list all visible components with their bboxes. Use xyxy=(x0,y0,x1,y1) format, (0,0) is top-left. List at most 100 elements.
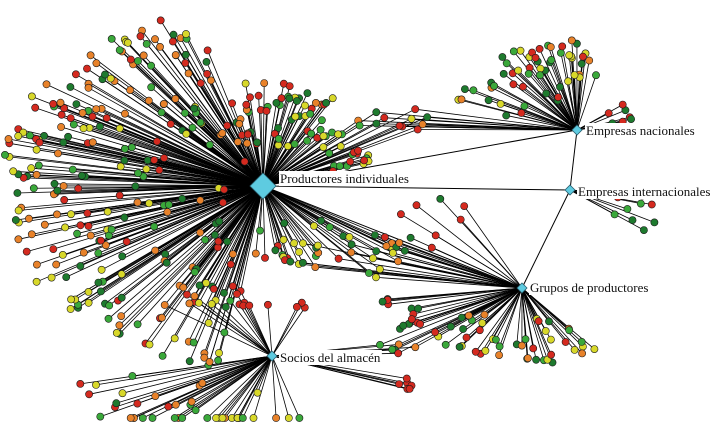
leaf-node xyxy=(554,93,563,102)
leaf-node xyxy=(502,59,511,68)
hub-link-internacionales-grupos xyxy=(521,189,571,289)
edge-productores-leaf xyxy=(137,185,264,325)
leaf-node xyxy=(365,269,373,277)
edge-productores-leaf xyxy=(124,148,264,187)
hub-node-nacionales xyxy=(571,124,583,136)
leaf-node xyxy=(53,210,61,219)
leaf-node xyxy=(14,235,23,244)
edge-grupos-leaf xyxy=(435,235,523,289)
leaf-node xyxy=(195,281,204,290)
edge-bridge xyxy=(375,276,523,289)
leaf-node xyxy=(303,136,311,145)
leaf-node xyxy=(78,171,86,180)
edge-grupos-leaf xyxy=(460,219,523,289)
label-background xyxy=(529,280,650,295)
leaf-node xyxy=(228,99,236,108)
leaf-node xyxy=(54,149,62,158)
leaf-node xyxy=(164,402,173,411)
edge-productores-leaf xyxy=(262,102,277,187)
leaf-node xyxy=(118,389,127,398)
edge-socios-leaf xyxy=(202,355,273,384)
leaf-node xyxy=(219,198,227,207)
leaf-node xyxy=(490,82,498,90)
leaf-node xyxy=(32,145,41,154)
edge-socios-leaf xyxy=(271,307,306,357)
leaf-node xyxy=(245,301,254,310)
edge-productores-leaf xyxy=(105,185,264,246)
leaf-node xyxy=(298,258,307,267)
edge-bridge xyxy=(236,185,264,295)
leaf-node xyxy=(107,35,116,43)
edge-bridge xyxy=(211,303,273,357)
edge-nacionales-leaf xyxy=(550,46,578,131)
leaf-node xyxy=(524,69,533,78)
edge-productores-leaf xyxy=(98,185,264,283)
leaf-node xyxy=(27,92,36,101)
leaf-node xyxy=(610,210,619,219)
leaf-node xyxy=(88,112,97,121)
edge-grupos-leaf xyxy=(492,287,523,340)
leaf-node xyxy=(394,349,403,358)
leaf-node xyxy=(246,93,254,102)
leaf-node xyxy=(32,170,41,179)
leaf-node xyxy=(147,61,155,70)
leaf-node xyxy=(228,250,237,258)
edge-grupos-leaf xyxy=(411,287,523,320)
leaf-node xyxy=(310,221,318,230)
leaf-node xyxy=(457,95,466,104)
edge-productores-leaf xyxy=(95,108,264,187)
leaf-node xyxy=(116,162,125,171)
leaf-node xyxy=(58,250,67,259)
edge-grupos-leaf xyxy=(479,287,523,331)
edge-bridge xyxy=(211,185,264,305)
edge-bridge xyxy=(302,242,523,289)
leaf-node xyxy=(115,124,124,133)
leaf-node xyxy=(223,237,232,246)
leaf-node xyxy=(85,390,93,399)
leaf-node xyxy=(52,260,61,269)
leaf-node xyxy=(200,353,209,362)
leaf-node xyxy=(529,344,538,353)
edge-productores-leaf xyxy=(66,185,264,278)
leaf-node xyxy=(153,137,161,146)
edge-socios-leaf xyxy=(231,355,273,419)
leaf-node xyxy=(171,94,180,103)
leaf-node xyxy=(184,69,193,78)
edge-nacionales-leaf xyxy=(576,60,590,131)
leaf-node xyxy=(285,82,294,90)
leaf-node xyxy=(376,340,384,349)
hub-label-grupos: Grupos de productores xyxy=(530,280,648,295)
edge-grupos-leaf xyxy=(521,287,584,347)
leaf-node xyxy=(84,298,93,307)
hub-label-socios: Socios del almacén xyxy=(280,350,381,365)
leaf-node xyxy=(4,135,13,143)
leaf-node xyxy=(182,30,190,38)
leaf-node xyxy=(181,59,190,67)
edge-socios-leaf xyxy=(267,304,273,357)
leaf-node xyxy=(220,185,228,194)
leaf-node xyxy=(565,51,574,60)
edge-grupos-leaf xyxy=(521,287,548,360)
leaf-node xyxy=(9,167,18,176)
leaf-node xyxy=(50,179,59,188)
leaf-node xyxy=(531,53,540,62)
edge-productores-leaf xyxy=(4,154,264,187)
edge-nacionales-leaf xyxy=(506,63,578,131)
leaf-node xyxy=(171,400,180,409)
edge-productores-leaf xyxy=(150,86,264,187)
leaf-node xyxy=(106,74,115,83)
leaf-node xyxy=(516,46,525,55)
edge-grupos-leaf xyxy=(418,287,523,309)
hub-label-nacionales: Empresas nacionales xyxy=(586,123,695,138)
edge-socios-leaf xyxy=(206,355,273,419)
edge-grupos-leaf xyxy=(521,287,534,349)
leaf-node xyxy=(112,399,121,408)
leaf-node xyxy=(402,374,411,383)
leaf-node xyxy=(220,328,229,337)
edge-productores-leaf xyxy=(119,185,264,326)
leaf-node xyxy=(480,310,489,319)
leaf-node xyxy=(203,46,212,55)
edge-nacionales-leaf xyxy=(517,70,578,131)
leaf-node xyxy=(76,379,85,388)
edge-productores-leaf xyxy=(23,177,264,187)
